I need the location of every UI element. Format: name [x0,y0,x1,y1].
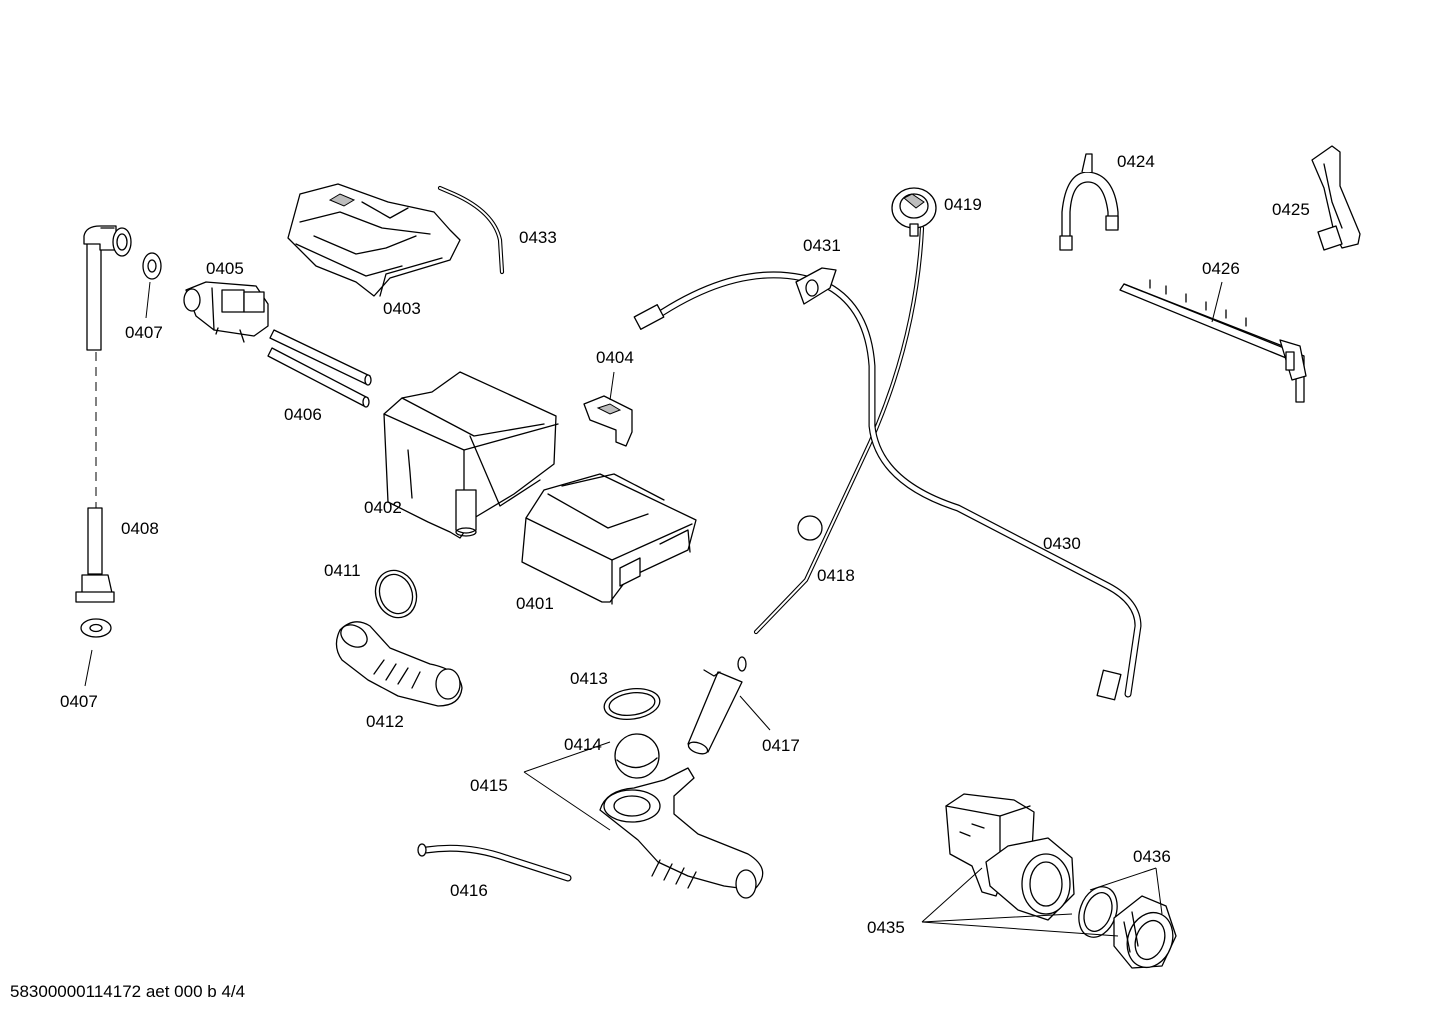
label-0435: 0435 [867,918,905,937]
part-clip [583,395,633,447]
label-0411: 0411 [324,561,361,580]
part-washer-top [142,252,162,280]
label-0416: 0416 [450,881,488,900]
part-clamp-0431 [795,267,837,305]
part-sensor-tube-0417 [687,656,747,755]
label-0406: 0406 [284,405,322,424]
part-pump-filter-0436 [1113,895,1177,969]
part-drain-sump-0415 [599,767,764,899]
label-0436: 0436 [1133,847,1171,866]
part-inlet-nozzle [75,507,115,603]
part-washer-bottom [80,618,112,638]
label-0414: 0414 [564,735,602,754]
part-seal-ring-0413 [603,687,661,721]
label-0426: 0426 [1202,259,1240,278]
leader-0407a [145,281,151,319]
label-0419: 0419 [944,195,982,214]
leader-0435 [921,867,1119,937]
part-pressure-switch-0419 [891,187,937,237]
label-0407-bottom: 0407 [60,692,98,711]
part-detergent-drawer [521,473,697,605]
part-long-hose-0430 [633,271,1142,701]
leader-0426 [1211,281,1223,323]
drawing-reference-footer: 58300000114172 aet 000 b 4/4 [10,982,245,1001]
label-0405: 0405 [206,259,244,278]
part-dispenser-cover [287,183,461,297]
leader-0407b [84,649,93,687]
label-0433: 0433 [519,228,557,247]
label-0413: 0413 [570,669,608,688]
part-seal-ring-0411 [374,569,418,619]
label-0401: 0401 [516,594,554,613]
part-dispenser-housing [383,371,559,539]
part-bellows-hose-0412 [335,621,463,707]
leader-0404 [609,371,615,401]
label-0418: 0418 [817,566,855,585]
part-small-hose [437,185,505,275]
label-0430: 0430 [1043,534,1081,553]
part-hose-0416 [417,843,572,882]
leader-0415 [523,741,611,831]
part-bracket-0425 [1311,145,1361,251]
label-0408: 0408 [121,519,159,538]
leader-0436 [1089,867,1163,915]
label-0425: 0425 [1272,200,1310,219]
part-rail-0426 [1119,279,1307,403]
label-0403: 0403 [383,299,421,318]
label-0424: 0424 [1117,152,1155,171]
part-ball-0414 [614,733,660,779]
part-inlet-elbow [83,225,132,351]
label-0402: 0402 [364,498,402,517]
label-0404: 0404 [596,348,634,367]
label-0415: 0415 [470,776,508,795]
part-tubes [267,329,372,408]
label-0412: 0412 [366,712,404,731]
leader-0417 [739,695,771,731]
label-0431: 0431 [803,236,841,255]
label-0407-top: 0407 [125,323,163,342]
part-drain-pump-0435 [945,793,1075,921]
part-u-bracket-0424 [1059,153,1119,251]
part-water-valve [183,281,269,343]
part-pressure-hose-0418 [753,225,925,635]
label-0417: 0417 [762,736,800,755]
